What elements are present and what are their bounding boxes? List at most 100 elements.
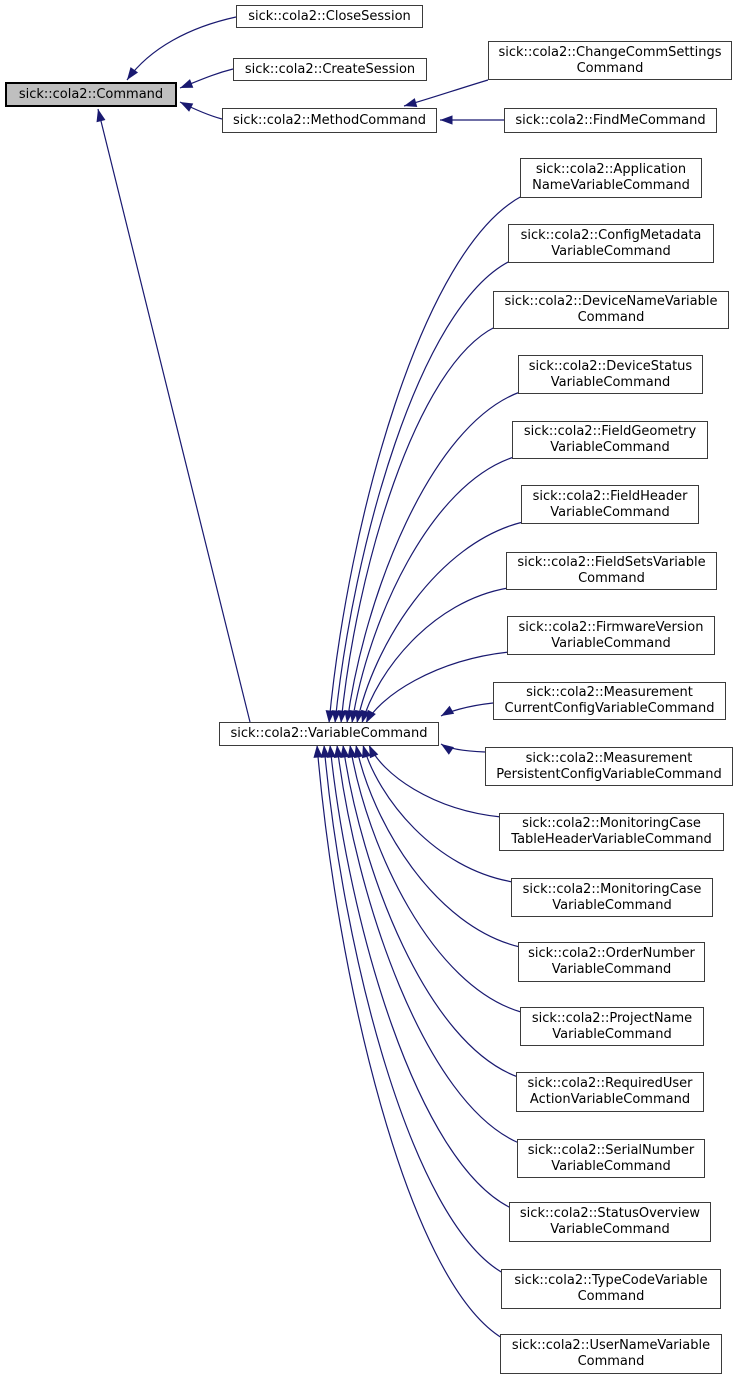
node-label-line: sick::cola2::DeviceNameVariable — [504, 294, 718, 309]
arrowhead-user-name — [313, 745, 323, 758]
edge-monitoring-case-table-header — [368, 744, 502, 818]
node-label-line: sick::cola2::ProjectName — [531, 1010, 693, 1026]
node-label-line: sick::cola2::Application — [535, 162, 687, 177]
node-label-line: sick::cola2::RequiredUser — [527, 1076, 693, 1091]
node-label-line: sick::cola2::MonitoringCase — [522, 881, 702, 897]
node-label-line: sick::cola2::OrderNumber — [528, 946, 695, 961]
edge-config-metadata — [334, 260, 511, 724]
edge-serial-number — [336, 744, 520, 1144]
arrowhead-device-name — [337, 710, 347, 723]
node-label-line: VariableCommand — [552, 897, 672, 913]
node-label-line: VariableCommand — [551, 243, 671, 259]
node-label-line: sick::cola2::MethodCommand — [232, 112, 427, 128]
edge-field-sets — [361, 587, 509, 724]
node-label-line: sick::cola2::FieldGeometry — [523, 424, 697, 439]
node-label-line: sick::cola2::FindMeCommand — [515, 112, 706, 128]
arrowhead-create-session — [180, 79, 194, 88]
node-label-line: sick::cola2::FirmwareVersion — [518, 619, 704, 635]
node-label-line: sick::cola2::Measurement — [526, 685, 693, 700]
edge-user-name — [316, 744, 503, 1339]
node-label-line: PersistentConfigVariableCommand — [496, 766, 722, 782]
edge-status-overview — [329, 744, 512, 1209]
edge-device-status — [346, 391, 521, 724]
arrowhead-variable-command — [96, 109, 106, 123]
edge-required-user-action — [342, 744, 519, 1078]
edge-order-number — [355, 744, 521, 948]
arrowhead-monitoring-case-table-header — [369, 745, 379, 759]
edge-application-name — [328, 195, 523, 724]
arrowhead-measurement-current — [441, 705, 455, 716]
node-method-command[interactable]: sick::cola2::MethodCommand — [222, 108, 437, 133]
arrowhead-required-user-action — [340, 745, 350, 759]
arrowhead-measurement-persistent — [441, 744, 454, 755]
node-label-line: Command — [577, 1289, 645, 1304]
node-label-line: Command — [577, 310, 645, 325]
edge-field-header — [356, 521, 524, 724]
node-label-line: Command — [576, 60, 644, 76]
node-close-session[interactable]: sick::cola2::CloseSession — [236, 5, 423, 28]
edge-type-code — [323, 744, 504, 1274]
node-label-line: sick::cola2::MonitoringCase — [522, 816, 701, 831]
node-label-line: sick::cola2::SerialNumber — [527, 1142, 695, 1158]
node-label-line: VariableCommand — [550, 504, 670, 520]
node-label-line: sick::cola2::CreateSession — [244, 61, 416, 77]
node-variable-command[interactable]: sick::cola2::VariableCommand — [219, 722, 439, 746]
node-label-line: sick::cola2::Command — [18, 86, 164, 102]
arrowhead-type-code — [320, 745, 330, 758]
arrowhead-application-name — [325, 710, 335, 723]
node-label-line: sick::cola2::FieldSetsVariable — [517, 555, 706, 570]
node-command: sick::cola2::Command — [5, 82, 177, 107]
edge-close-session — [126, 16, 237, 81]
node-label-line: sick::cola2::VariableCommand — [230, 726, 428, 741]
node-label-line: VariableCommand — [551, 1158, 671, 1174]
node-label-line: ActionVariableCommand — [529, 1092, 691, 1107]
node-label-line: CurrentConfigVariableCommand — [504, 701, 715, 716]
node-label-line: VariableCommand — [550, 440, 670, 455]
edge-device-name — [340, 326, 496, 724]
node-label-line: Command — [578, 571, 645, 586]
arrowhead-serial-number — [333, 745, 344, 758]
node-create-session[interactable]: sick::cola2::CreateSession — [233, 58, 427, 81]
edge-monitoring-case — [362, 744, 514, 883]
node-label-line: sick::cola2::ChangeCommSettings — [498, 44, 722, 60]
node-label-line: sick::cola2::StatusOverview — [519, 1206, 701, 1221]
node-label-line: sick::cola2::ConfigMetadata — [520, 227, 702, 243]
arrowhead-method-command — [180, 102, 194, 112]
arrowhead-close-session — [127, 67, 139, 80]
node-label-line: sick::cola2::CloseSession — [248, 8, 411, 24]
node-label-line: NameVariableCommand — [532, 178, 690, 193]
node-label-line: sick::cola2::DeviceStatus — [528, 358, 693, 374]
edge-variable-command — [97, 108, 251, 723]
node-label-line: Command — [577, 1354, 645, 1369]
edge-firmware-version — [365, 651, 510, 724]
arrowhead-project-name — [347, 745, 357, 759]
node-label-line: sick::cola2::TypeCodeVariable — [514, 1273, 708, 1288]
node-label-line: TableHeaderVariableCommand — [511, 832, 712, 847]
node-label-line: VariableCommand — [550, 374, 671, 390]
node-find-me[interactable]: sick::cola2::FindMeCommand — [504, 108, 717, 133]
node-label-line: VariableCommand — [551, 962, 672, 977]
arrowhead-find-me — [440, 115, 453, 125]
